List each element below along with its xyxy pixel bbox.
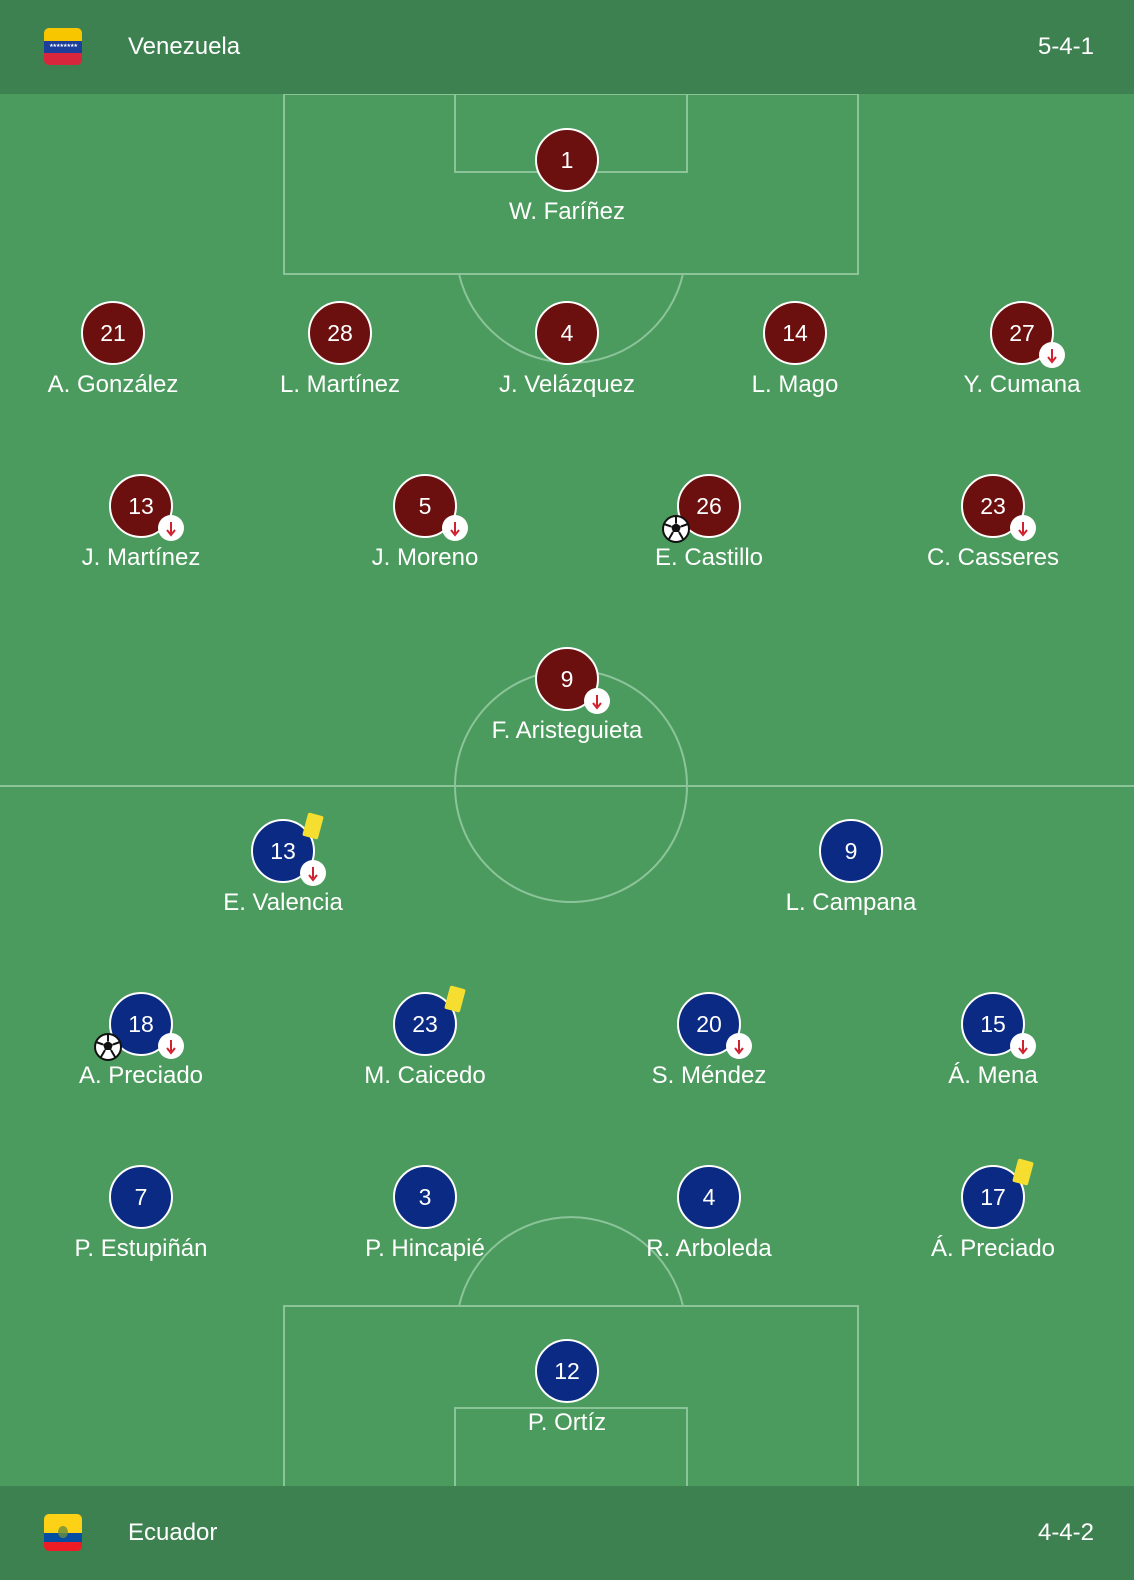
player-number: 21 bbox=[81, 301, 145, 365]
player-name: P. Hincapié bbox=[365, 1235, 485, 1262]
goal-ball-icon bbox=[661, 514, 691, 544]
player-number: 14 bbox=[763, 301, 827, 365]
player-name: E. Valencia bbox=[223, 889, 343, 916]
player-name: A. González bbox=[47, 371, 179, 398]
player-number: 12 bbox=[535, 1339, 599, 1403]
player-number: 23 bbox=[393, 992, 457, 1056]
player-name: F. Aristeguieta bbox=[491, 717, 643, 744]
player-number: 4 bbox=[535, 301, 599, 365]
away-formation: 4-4-2 bbox=[1037, 1519, 1094, 1546]
substitution-out-icon bbox=[158, 1033, 184, 1059]
player-name: W. Faríñez bbox=[508, 198, 626, 225]
pitch-markings bbox=[0, 94, 1134, 1486]
player-name: P. Ortíz bbox=[527, 1409, 607, 1436]
substitution-out-icon bbox=[584, 688, 610, 714]
substitution-out-icon bbox=[158, 515, 184, 541]
player-number: 15 bbox=[961, 992, 1025, 1056]
substitution-out-icon bbox=[1039, 342, 1065, 368]
player-name: J. Moreno bbox=[371, 544, 479, 571]
player-name: J. Velázquez bbox=[498, 371, 636, 398]
player-name: A. Preciado bbox=[78, 1062, 204, 1089]
player-number: 4 bbox=[677, 1165, 741, 1229]
player-number: 3 bbox=[393, 1165, 457, 1229]
player-name: P. Estupiñán bbox=[74, 1235, 208, 1262]
player-name: Á. Preciado bbox=[930, 1235, 1056, 1262]
player-number: 17 bbox=[961, 1165, 1025, 1229]
player-number: 28 bbox=[308, 301, 372, 365]
substitution-out-icon bbox=[726, 1033, 752, 1059]
player-name: S. Méndez bbox=[651, 1062, 767, 1089]
player-name: C. Casseres bbox=[926, 544, 1060, 571]
player-number: 1 bbox=[535, 128, 599, 192]
home-formation: 5-4-1 bbox=[1037, 33, 1094, 60]
home-team-name: Venezuela bbox=[128, 33, 241, 60]
player-name: E. Castillo bbox=[654, 544, 764, 571]
venezuela-flag-icon: ★★★★★★★★ bbox=[44, 28, 82, 65]
player-name: L. Campana bbox=[785, 889, 917, 916]
player-name: J. Martínez bbox=[81, 544, 201, 571]
player-number: 7 bbox=[109, 1165, 173, 1229]
player-name: R. Arboleda bbox=[646, 1235, 772, 1262]
player-name: Á. Mena bbox=[948, 1062, 1038, 1089]
substitution-out-icon bbox=[300, 860, 326, 886]
away-team-header[interactable]: Ecuador 4-4-2 bbox=[0, 1486, 1134, 1580]
away-team-name: Ecuador bbox=[128, 1519, 218, 1546]
player-name: L. Martínez bbox=[279, 371, 401, 398]
goal-ball-icon bbox=[93, 1032, 123, 1062]
player-number: 9 bbox=[819, 819, 883, 883]
ecuador-flag-icon bbox=[44, 1514, 82, 1551]
player-name: L. Mago bbox=[751, 371, 839, 398]
player-name: Y. Cumana bbox=[963, 371, 1081, 398]
player-name: M. Caicedo bbox=[364, 1062, 486, 1089]
substitution-out-icon bbox=[442, 515, 468, 541]
substitution-out-icon bbox=[1010, 515, 1036, 541]
substitution-out-icon bbox=[1010, 1033, 1036, 1059]
home-team-header[interactable]: ★★★★★★★★ Venezuela 5-4-1 bbox=[0, 0, 1134, 94]
